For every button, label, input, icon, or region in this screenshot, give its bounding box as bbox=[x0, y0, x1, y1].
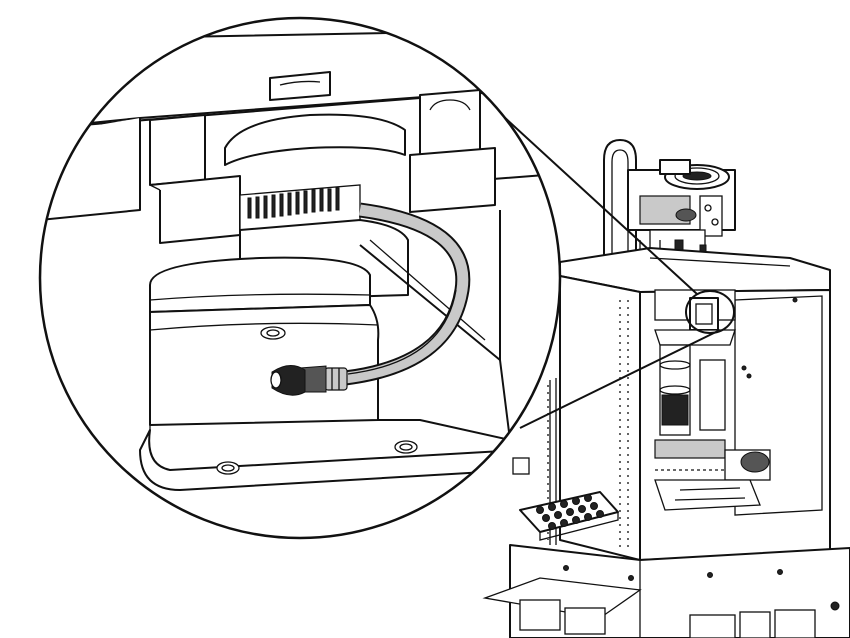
magnified-detail bbox=[40, 29, 546, 491]
lower-base bbox=[482, 544, 850, 638]
magnifier-border bbox=[38, 16, 562, 540]
machine-overview bbox=[482, 139, 850, 638]
gear-teeth bbox=[247, 187, 340, 219]
mounting-holes bbox=[216, 440, 418, 475]
clamp-blocks bbox=[149, 89, 496, 244]
spindle-ring bbox=[224, 113, 406, 233]
front-keypad bbox=[512, 457, 619, 541]
coolant-hose bbox=[344, 202, 471, 386]
hose-fitting bbox=[270, 365, 348, 396]
detail-marker-circle bbox=[685, 290, 735, 334]
spindle-cylinder bbox=[149, 219, 409, 426]
housing-interior bbox=[139, 210, 521, 491]
cabinet-body bbox=[547, 275, 831, 561]
